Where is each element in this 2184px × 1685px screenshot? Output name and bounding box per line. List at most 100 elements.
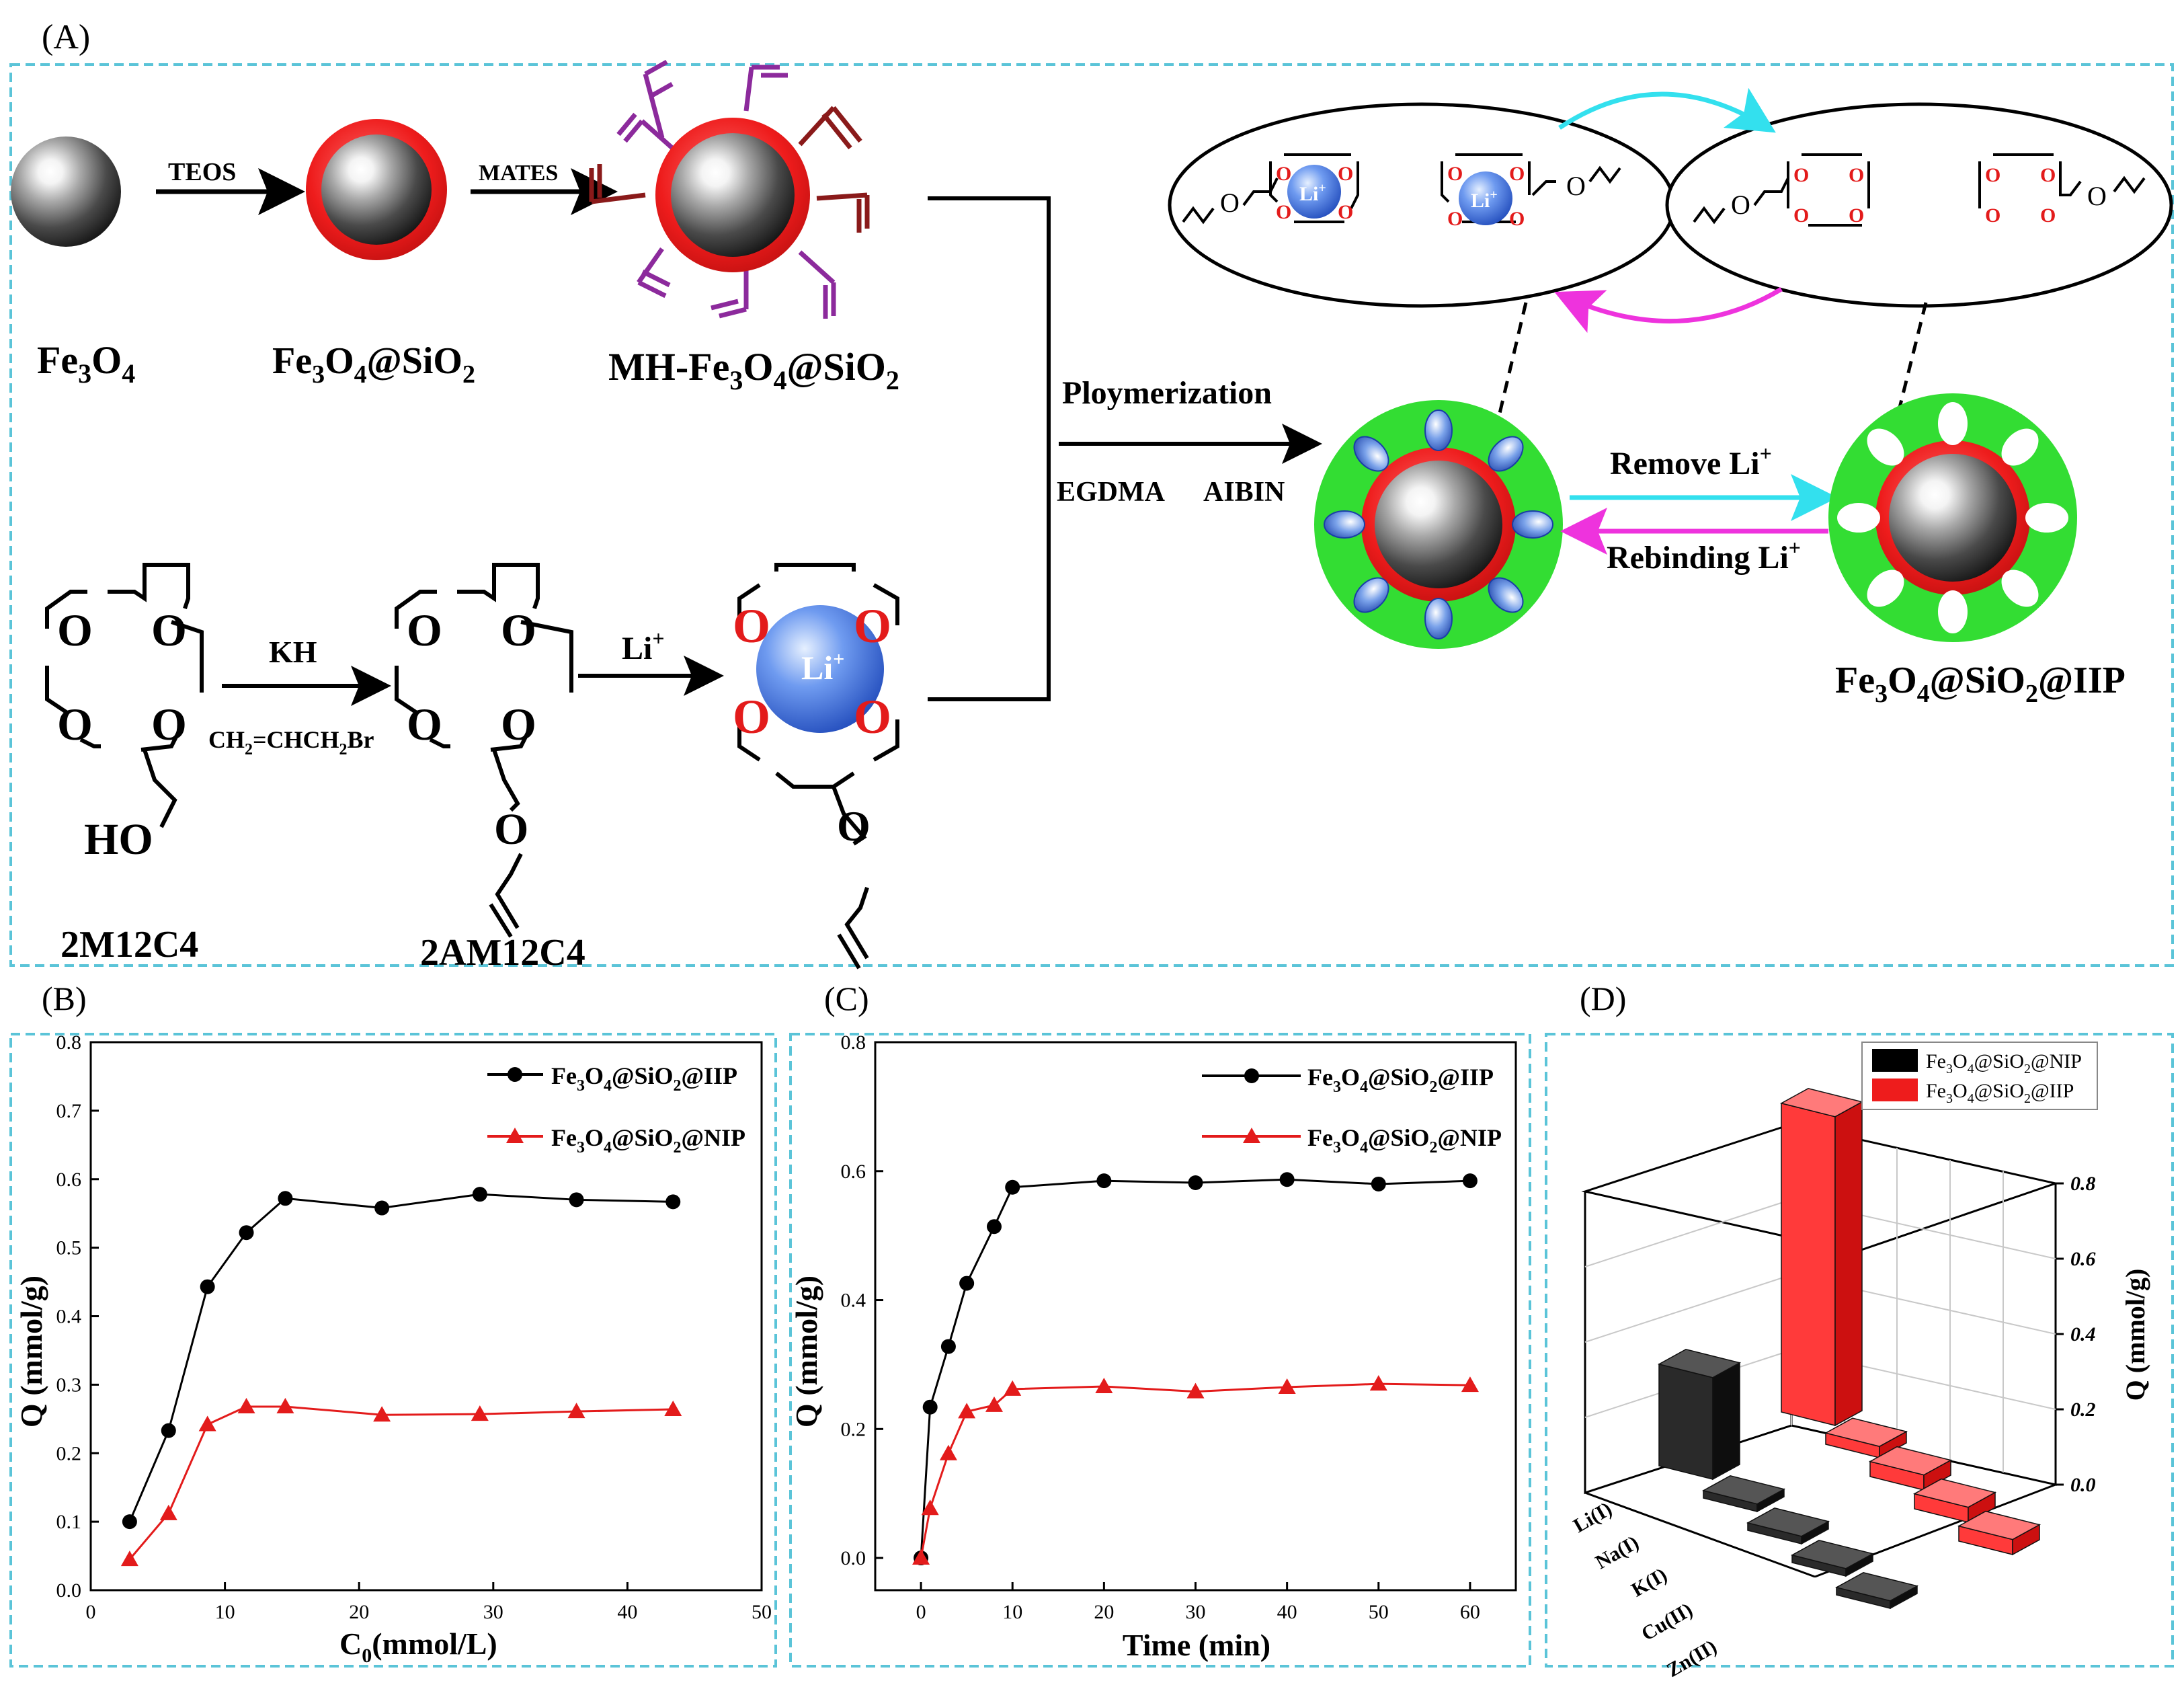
dashed-link-right xyxy=(1894,302,1928,424)
chart-b-series-0-point-8 xyxy=(665,1194,681,1210)
chart-c-series-0-point-3 xyxy=(959,1276,975,1291)
chart-c-series-0-point-7 xyxy=(1188,1175,1203,1191)
mh-fe3o4-sio2-label: MH-Fe3O4@SiO2 xyxy=(608,345,899,395)
ho-label: HO xyxy=(84,815,153,864)
chart-b-series-1-point-6 xyxy=(471,1405,489,1421)
chart-b-series-1-point-8 xyxy=(664,1401,682,1417)
chart-b-series-1-point-4 xyxy=(276,1397,294,1413)
chart-c-xtick-label-0: 0 xyxy=(916,1601,926,1623)
ef-o4: O xyxy=(1849,204,1864,227)
2m12c4-o1: O xyxy=(57,604,93,656)
li-crown-complex xyxy=(737,563,899,970)
kh-label: KH xyxy=(269,635,317,669)
chart-b-series-0-point-7 xyxy=(569,1192,584,1208)
legend-d-nip: Fe3O4@SiO2@NIP xyxy=(1926,1050,2082,1076)
chart-b-legend: Fe3O4@SiO2@IIP Fe3O4@SiO2@NIP xyxy=(487,1062,745,1157)
chart-c-series-0-line xyxy=(920,1178,1470,1559)
chart-d-iip-bar-3-top xyxy=(1912,1478,1997,1508)
iip-label: Fe3O4@SiO2@IIP xyxy=(1835,660,2126,708)
2am12c4-label: 2AM12C4 xyxy=(420,932,585,974)
chart-c-legend: Fe3O4@SiO2@IIP Fe3O4@SiO2@NIP xyxy=(1202,1064,1502,1157)
chart-b-ytick-label-5: 0.5 xyxy=(56,1237,82,1259)
chart-b-series-0-point-1 xyxy=(161,1423,176,1438)
chart-c-series-0-point-9 xyxy=(1371,1176,1386,1191)
chart-c-series-0-point-5 xyxy=(1005,1179,1020,1195)
chart-c-xlabel: Time (min) xyxy=(1123,1628,1270,1662)
chart-b-series-0-point-3 xyxy=(239,1225,254,1241)
chart-c-xtick-label-5: 50 xyxy=(1369,1601,1389,1623)
chart-d-iip-bar-0-front xyxy=(1781,1102,1836,1426)
2am12c4-molecule xyxy=(395,563,573,938)
chart-b-ytick-label-3: 0.3 xyxy=(56,1374,82,1396)
chart-d-legend: Fe3O4@SiO2@NIP Fe3O4@SiO2@IIP xyxy=(1861,1042,2098,1110)
chart-c-series-1-point-2 xyxy=(939,1444,957,1460)
fe3o4-sio2-label: Fe3O4@SiO2 xyxy=(272,340,475,389)
2am12c4-o-ether: O xyxy=(494,805,528,854)
mates-label: MATES xyxy=(479,161,558,186)
chart-b-series-1-point-5 xyxy=(373,1406,391,1422)
chart-c-series-1-point-3 xyxy=(958,1403,976,1419)
chart-c-series-1-point-1 xyxy=(921,1499,939,1516)
eb-o2: O xyxy=(1338,163,1353,185)
chart-d-nip-bar-0-top xyxy=(1657,1349,1742,1378)
chart-c-ytick-label-3: 0.6 xyxy=(841,1161,866,1183)
chart-c-xtick-label-6: 60 xyxy=(1460,1601,1480,1623)
li-complex-ion: Li+ xyxy=(801,648,844,687)
chart-d-nip-bar-0-front xyxy=(1658,1363,1713,1480)
legend-c-iip: Fe3O4@SiO2@IIP xyxy=(1307,1064,1494,1096)
chart-b-xtick-label-1: 10 xyxy=(215,1601,235,1623)
chart-b-xtick-label-5: 50 xyxy=(752,1601,772,1623)
ef-o2: O xyxy=(1849,164,1864,186)
chart-c-series-0-point-10 xyxy=(1462,1173,1478,1189)
dashed-link-left xyxy=(1494,302,1528,431)
ef-o1: O xyxy=(1793,164,1809,186)
2m12c4-o4: O xyxy=(151,699,187,750)
chart-b-xtick-label-4: 40 xyxy=(617,1601,637,1623)
2m12c4-molecule xyxy=(45,563,204,828)
li-arrow-label: Li+ xyxy=(622,626,665,666)
ellipse-bound: O O Li+ Li+ O O O O O O O O xyxy=(1168,102,1676,308)
ef-o6: O xyxy=(2040,164,2056,186)
chart-d-nip-bar-1-top xyxy=(1701,1475,1786,1505)
chart-c-series-0-point-6 xyxy=(1096,1173,1112,1189)
free-imprinted-particle xyxy=(1828,393,2077,642)
panel-c-border xyxy=(789,1033,1531,1668)
2am12c4-o1: O xyxy=(407,604,442,656)
chart-c-series-1-point-6 xyxy=(1095,1378,1113,1394)
mh-fe3o4-sio2-particle xyxy=(589,59,870,319)
chart-b-ytick-label-6: 0.6 xyxy=(56,1169,82,1191)
aibin-label: AIBIN xyxy=(1203,477,1285,508)
chart-b-series-1-point-7 xyxy=(567,1403,585,1419)
ef-o5: O xyxy=(1985,164,2000,186)
2m12c4-label: 2M12C4 xyxy=(60,924,198,966)
chart-c-series-1-point-4 xyxy=(985,1396,1003,1412)
panel-c-label: (C) xyxy=(824,980,869,1017)
chart-b-series-0-point-0 xyxy=(122,1514,137,1530)
chart-b-series-0-point-2 xyxy=(200,1279,215,1294)
2am12c4-o2: O xyxy=(501,604,536,656)
magenta-curve-arrow xyxy=(1554,286,1783,334)
chart-b-xlabel: C0(mmol/L) xyxy=(339,1627,497,1667)
chart-b-series-1-point-0 xyxy=(120,1551,138,1567)
chart-d-category-label-2: K(I) xyxy=(1627,1563,1670,1601)
ef-o3: O xyxy=(1793,204,1809,227)
ef-o8: O xyxy=(2040,204,2056,227)
chart-b-series-0-line xyxy=(128,1193,674,1522)
cyan-curve-arrow xyxy=(1558,87,1776,133)
chart-d-nip-bar-4-top xyxy=(1834,1572,1919,1602)
rebinding-li-label: Rebinding Li+ xyxy=(1607,535,1801,576)
2m12c4-o3: O xyxy=(57,699,93,750)
chart-d-iip-bar-1-top xyxy=(1824,1417,1908,1447)
ellipse-bound-o-b: O xyxy=(1566,171,1586,201)
li-complex-o1: O xyxy=(733,599,770,653)
chart-b-ylabel: Q (mmol/g) xyxy=(14,1276,48,1427)
chart-b-series-0-point-5 xyxy=(374,1200,390,1216)
chart-c-series-1-point-7 xyxy=(1186,1382,1205,1399)
chart-d-nip-bar-2-top xyxy=(1746,1507,1830,1537)
chart-c-ytick-label-2: 0.4 xyxy=(841,1290,866,1312)
chart-d-nip-bar-0-side xyxy=(1712,1362,1740,1481)
chart-b-xtick-label-0: 0 xyxy=(86,1601,96,1623)
chart-c-series-1-point-9 xyxy=(1369,1375,1387,1391)
chart-b-series-1-point-1 xyxy=(159,1504,177,1520)
